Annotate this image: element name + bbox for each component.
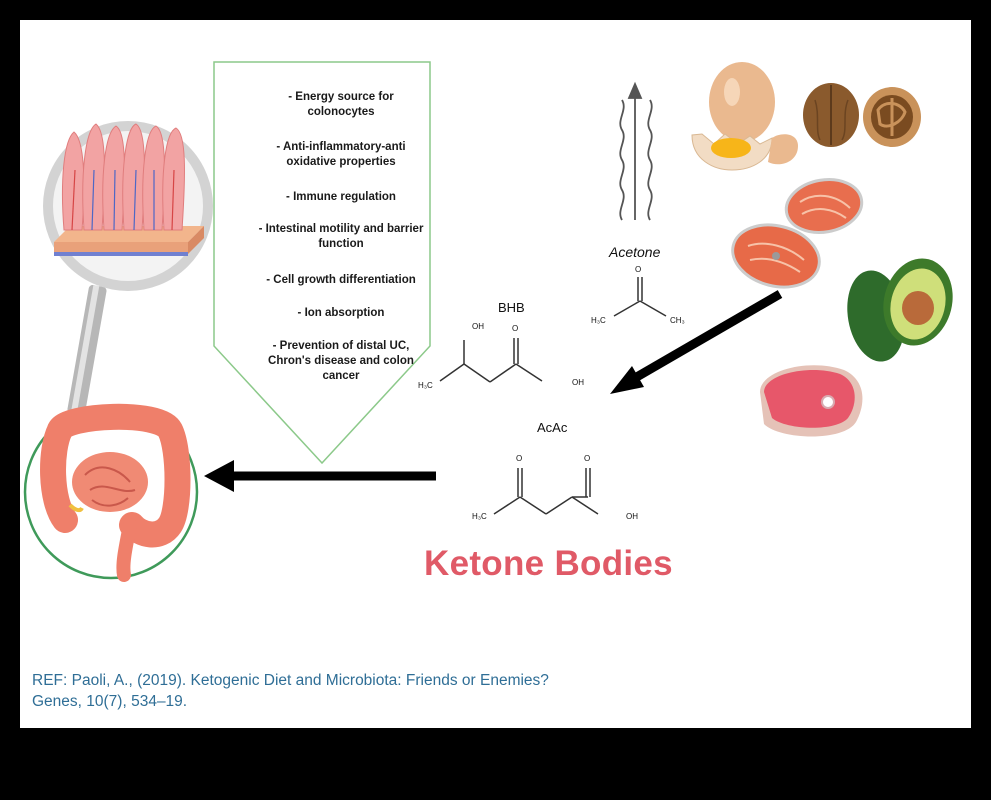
- diagram-graphics: [23, 61, 953, 582]
- bhb-oxygen: O: [512, 324, 519, 333]
- intestine-illustration: [40, 403, 191, 582]
- benefit-ion-absorption: - Ion absorption: [297, 307, 385, 319]
- benefit-anti-inflammatory: - Anti-inflammatory-anti oxidative prope…: [276, 141, 406, 168]
- acac-structure: [493, 468, 599, 515]
- acac-oxygen-ketone: O: [516, 454, 523, 463]
- arrow-food-to-ketones: [610, 290, 783, 394]
- bhb-label: BHB: [498, 300, 525, 315]
- bhb-oh-acid: OH: [572, 378, 584, 387]
- intestinal-villi: [54, 123, 204, 256]
- acac-label: AcAc: [537, 420, 568, 435]
- benefit-cell-growth: - Cell growth differentiation: [266, 274, 416, 286]
- arrow-to-intestine: [204, 460, 436, 492]
- benefit-disease-prevention: - Prevention of distal UC, Chron's disea…: [268, 340, 414, 382]
- egg-food: [691, 62, 798, 171]
- acetone-exhalation-icon: [619, 81, 653, 221]
- reference-line-2: Genes, 10(7), 534–19.: [32, 693, 188, 710]
- benefit-immune-regulation: - Immune regulation: [286, 191, 396, 203]
- diagram-canvas: - Energy source for colonocytes - Anti-i…: [20, 20, 971, 728]
- magnifier-handle: [67, 285, 107, 415]
- bhb-h3c: H₃C: [418, 381, 433, 390]
- bhb-structure: [439, 338, 543, 383]
- avocado-food: [847, 258, 953, 362]
- acac-oh: OH: [626, 512, 638, 521]
- reference-line-1: REF: Paoli, A., (2019). Ketogenic Diet a…: [32, 672, 549, 689]
- acac-h3c: H₃C: [472, 512, 487, 521]
- reference-citation: REF: Paoli, A., (2019). Ketogenic Diet a…: [32, 670, 549, 712]
- acac-oxygen-acid: O: [584, 454, 591, 463]
- ketone-bodies-title: Ketone Bodies: [424, 544, 673, 583]
- benefits-pentagon: [213, 61, 431, 465]
- bhb-oh-top: OH: [472, 322, 484, 331]
- benefit-energy-source: - Energy source for colonocytes: [288, 91, 394, 118]
- walnut-food: [803, 83, 921, 147]
- acetone-structure: [613, 277, 667, 317]
- acetone-oxygen: O: [635, 265, 642, 274]
- acetone-ch3: CH₃: [670, 316, 685, 325]
- benefit-intestinal-motility: - Intestinal motility and barrier functi…: [258, 223, 424, 250]
- acetone-label: Acetone: [609, 244, 661, 260]
- acetone-h3c: H₃C: [591, 316, 606, 325]
- salmon-food: [731, 178, 864, 289]
- meat-food: [760, 365, 863, 437]
